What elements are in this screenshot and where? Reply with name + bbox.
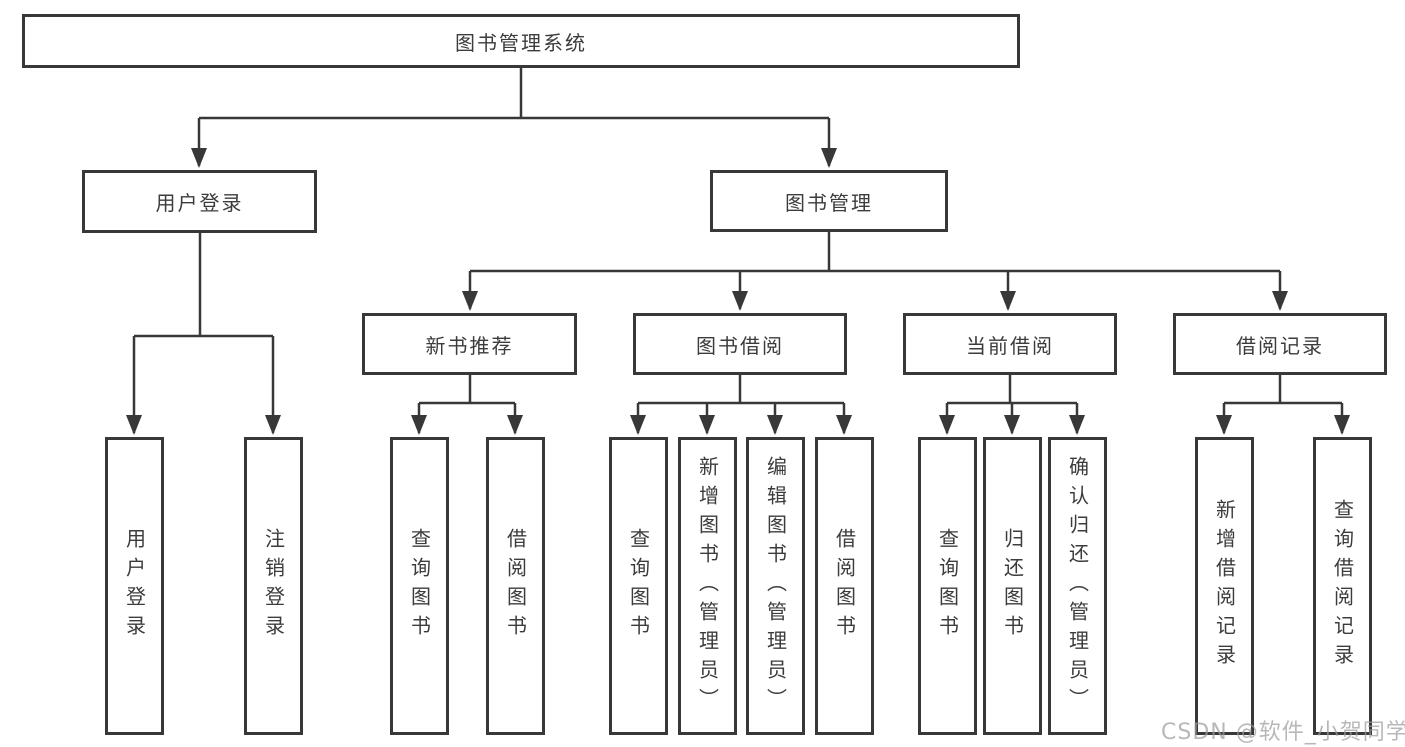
leaf-query-books-borrowing: 查询图书 xyxy=(609,437,668,735)
leaf-user-login: 用户登录 xyxy=(105,437,164,735)
leaf-query-books-current: 查询图书 xyxy=(918,437,977,735)
node-root-system: 图书管理系统 xyxy=(22,14,1020,68)
leaf-add-books-admin: 新增图书（管理员） xyxy=(678,437,737,735)
leaf-add-borrow-record: 新增借阅记录 xyxy=(1195,437,1254,735)
leaf-borrow-books-recommend: 借阅图书 xyxy=(486,437,545,735)
leaf-edit-books-admin: 编辑图书（管理员） xyxy=(746,437,805,735)
node-book-borrowing: 图书借阅 xyxy=(633,313,847,375)
leaf-logout: 注销登录 xyxy=(244,437,303,735)
csdn-watermark: CSDN @软件_小贺同学 xyxy=(1161,720,1405,745)
leaf-borrow-books: 借阅图书 xyxy=(815,437,874,735)
node-current-borrowing: 当前借阅 xyxy=(903,313,1117,375)
leaf-return-books: 归还图书 xyxy=(983,437,1042,735)
node-borrow-records: 借阅记录 xyxy=(1173,313,1387,375)
node-user-login: 用户登录 xyxy=(82,170,317,233)
node-book-management: 图书管理 xyxy=(710,170,948,232)
node-new-book-recommend: 新书推荐 xyxy=(362,313,577,375)
leaf-confirm-return-admin: 确认归还（管理员） xyxy=(1048,437,1107,735)
leaf-query-borrow-record: 查询借阅记录 xyxy=(1313,437,1372,735)
leaf-query-books-recommend: 查询图书 xyxy=(390,437,449,735)
